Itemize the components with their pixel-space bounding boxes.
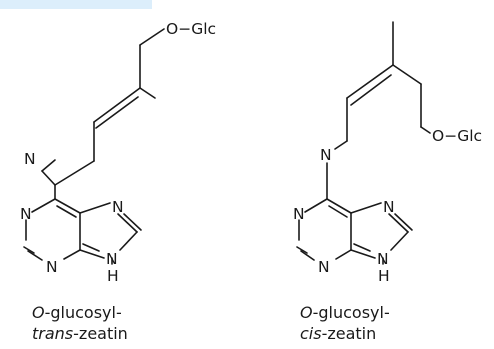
right-caption-rest2: -zeatin	[321, 324, 377, 343]
left-caption-isomer: trans	[32, 324, 74, 343]
left-caption-prefix: O	[32, 303, 45, 322]
left-h9-label: H	[107, 267, 119, 285]
right-n1-label: N	[293, 205, 305, 223]
right-n3-label: N	[318, 258, 330, 276]
left-n7-label: N	[112, 198, 124, 216]
left-n9-label: N	[106, 250, 118, 268]
right-o-glc-label: O−Glc	[432, 127, 482, 145]
header-strip	[0, 0, 152, 9]
right-caption-line1: O-glucosyl-	[300, 302, 390, 323]
right-n9-label: N	[377, 250, 389, 268]
left-caption-rest1: -glucosyl-	[44, 303, 122, 322]
left-amine-bonds	[41, 159, 56, 172]
right-amine-n-label: N	[320, 146, 332, 164]
right-caption-line2: cis-zeatin	[300, 323, 376, 344]
right-caption-prefix: O	[300, 303, 313, 322]
right-h9-label: H	[378, 267, 390, 285]
left-n3-label: N	[46, 258, 58, 276]
left-n1-label: N	[20, 205, 32, 223]
molecule-cis-zeatin	[296, 21, 431, 265]
right-n7-label: N	[383, 198, 395, 216]
left-amine-n-label: N	[24, 150, 36, 168]
left-o-glc-label: O−Glc	[166, 20, 216, 38]
right-caption-isomer: cis	[300, 324, 322, 343]
molecule-trans-zeatin	[23, 28, 165, 265]
left-caption-line1: O-glucosyl-	[32, 302, 122, 323]
right-caption-rest1: -glucosyl-	[312, 303, 390, 322]
left-caption-rest2: -zeatin	[73, 324, 128, 343]
left-caption-line2: trans-zeatin	[32, 323, 128, 344]
